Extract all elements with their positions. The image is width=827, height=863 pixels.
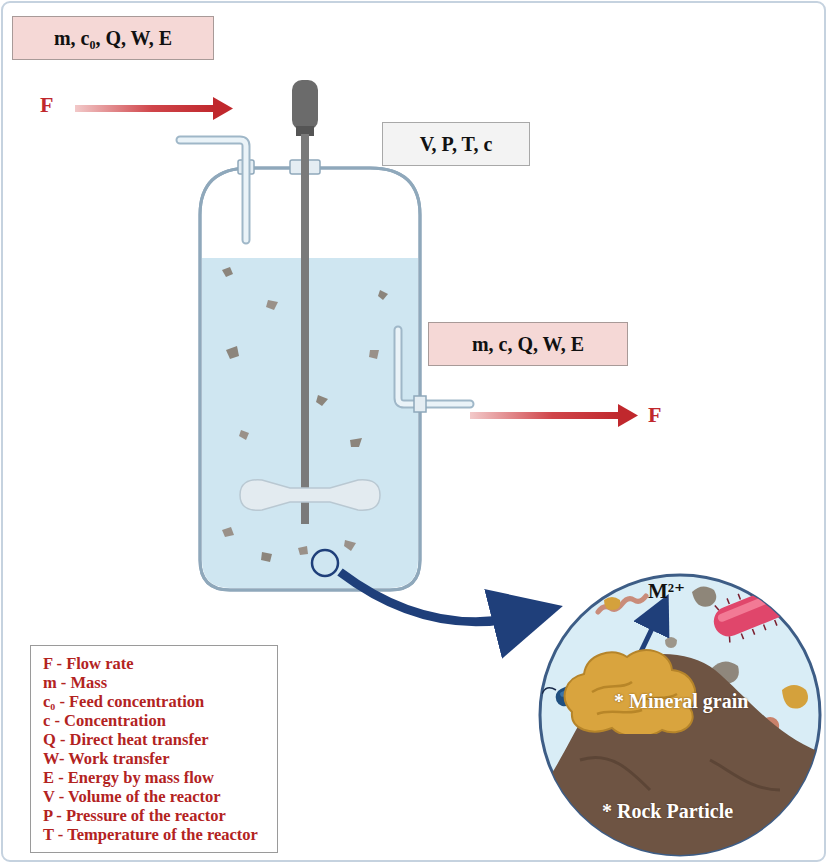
key-entry: c - Concentration (43, 711, 265, 730)
state-variables: V, P, T, c (420, 133, 493, 156)
key-entry: m - Mass (43, 673, 265, 692)
rock-particle: * Rock Particle * Mineral grain (540, 640, 820, 855)
key-entry: P - Pressure of the reactor (43, 806, 265, 825)
state-box: m, c, Q, W, E (428, 322, 628, 366)
symbol-key: F - Flow ratem - Massc₀ - Feed concentra… (30, 645, 278, 853)
flow-label: F (648, 402, 661, 428)
key-entry: E - Energy by mass flow (43, 768, 265, 787)
key-entry: V - Volume of the reactor (43, 787, 265, 806)
part-name: * Mineral grain (614, 690, 748, 713)
key-entry: c₀ - Feed concentration (43, 692, 265, 711)
state-variables: m, c, Q, W, E (472, 333, 584, 356)
key-entry: W- Work transfer (43, 749, 265, 768)
key-entry: T - Temperature of the reactor (43, 825, 265, 844)
state-box: m, c₀, Q, W, E (12, 16, 214, 60)
mineral-grain: * Mineral grain (552, 642, 753, 734)
ion-label: M²⁺ (648, 578, 685, 604)
flow-label: F (40, 92, 53, 118)
state-variables: m, c₀, Q, W, E (54, 27, 172, 50)
key-entry: F - Flow rate (43, 654, 265, 673)
key-entry: Q - Direct heat transfer (43, 730, 265, 749)
part-name: * Rock Particle (602, 800, 733, 823)
state-box: V, P, T, c (382, 122, 530, 166)
grain-outline (552, 642, 742, 734)
